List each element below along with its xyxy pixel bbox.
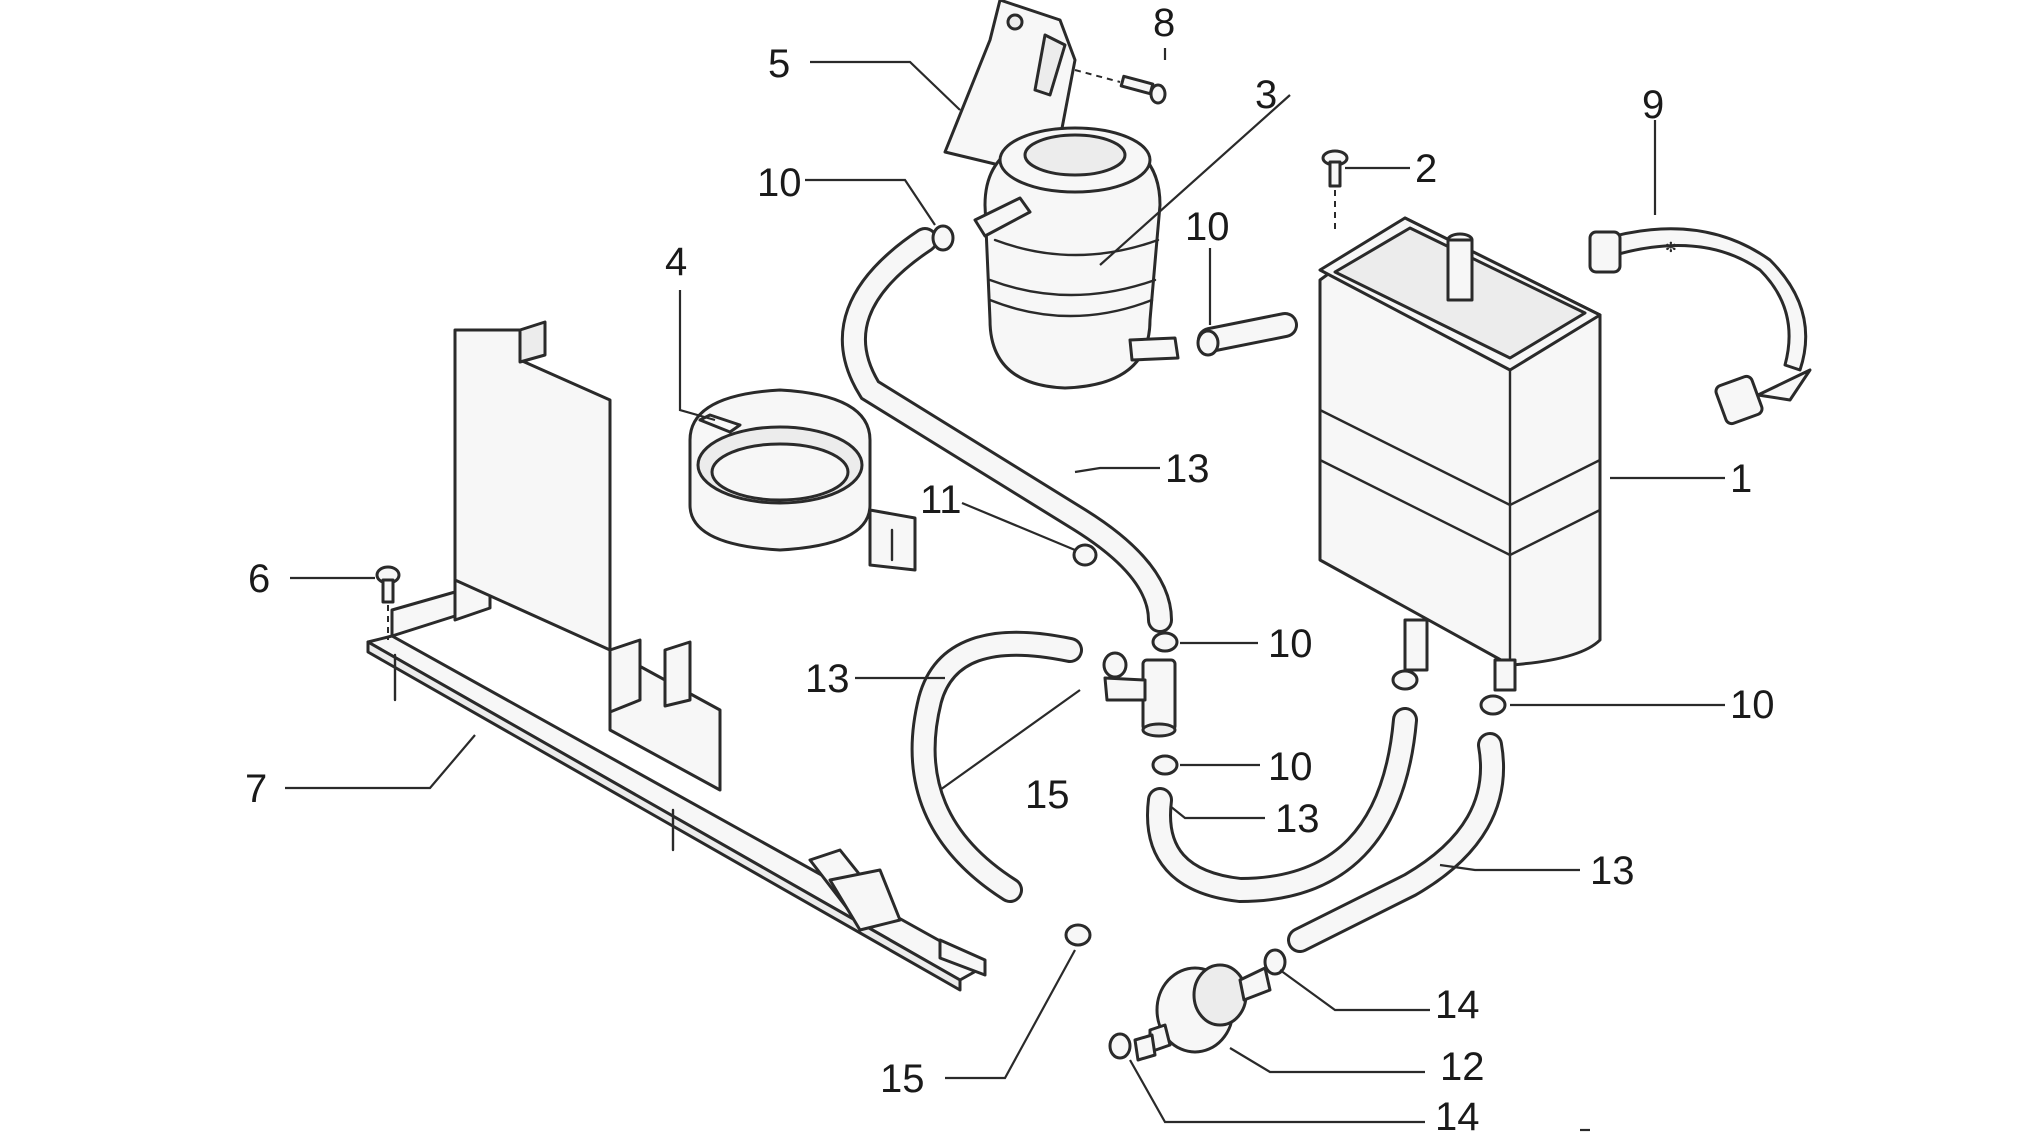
callout-13-middle: 13 [1275, 797, 1320, 841]
callout-5: 5 [768, 42, 790, 86]
hose-upper-left-part-13 [840, 227, 1173, 633]
callout-14-upper: 14 [1435, 983, 1480, 1027]
t-fitting [1103, 658, 1177, 738]
callout-6: 6 [248, 557, 270, 601]
svg-text:✻: ✻ [1665, 240, 1677, 256]
callout-15-middle: 15 [1025, 773, 1070, 817]
callout-labels: 1 2 3 4 5 6 7 8 9 10 10 10 10 10 11 12 1… [245, 1, 1775, 1132]
callout-13-upper: 13 [1165, 447, 1210, 491]
hose-u-bend-part-13 [1146, 707, 1418, 904]
callout-15-bottom: 15 [880, 1057, 925, 1101]
charcoal-canister-part-1 [1318, 216, 1602, 692]
callout-13-right: 13 [1590, 849, 1635, 893]
hose-top-right-part-13 [1197, 312, 1298, 353]
callout-2: 2 [1415, 147, 1437, 191]
callout-1: 1 [1730, 457, 1752, 501]
callout-10-lower: 10 [1268, 745, 1313, 789]
callout-10-top-right: 10 [1185, 205, 1230, 249]
callout-12: 12 [1440, 1045, 1485, 1089]
callout-7: 7 [245, 767, 267, 811]
screw-part-6 [375, 565, 401, 640]
clamps [931, 224, 1507, 1060]
callout-3: 3 [1255, 73, 1277, 117]
callout-14-lower: 14 [1435, 1095, 1480, 1132]
hose-loop-left-part-13 [910, 630, 1083, 903]
bolt-part-8 [1074, 69, 1167, 105]
holder-ring-part-4 [688, 388, 917, 572]
callout-10-top-left: 10 [757, 161, 802, 205]
mounting-bracket-part-7 [366, 320, 987, 992]
callout-11: 11 [920, 478, 962, 522]
leader-lines [285, 48, 1725, 1132]
hose-lower-right-part-13 [1287, 732, 1506, 953]
callout-13-left: 13 [805, 657, 850, 701]
screw-part-2 [1321, 149, 1349, 230]
callout-9: 9 [1642, 83, 1664, 127]
filter-canister-part-3 [973, 126, 1180, 390]
inline-valve-part-12 [1133, 963, 1272, 1062]
callout-8: 8 [1153, 1, 1175, 45]
bracket-plate-part-5 [943, 0, 1077, 172]
callout-10-middle: 10 [1268, 622, 1313, 666]
strap-part-9: ✻ [1588, 227, 1812, 426]
callout-4: 4 [665, 240, 687, 284]
callout-10-right: 10 [1730, 683, 1775, 727]
